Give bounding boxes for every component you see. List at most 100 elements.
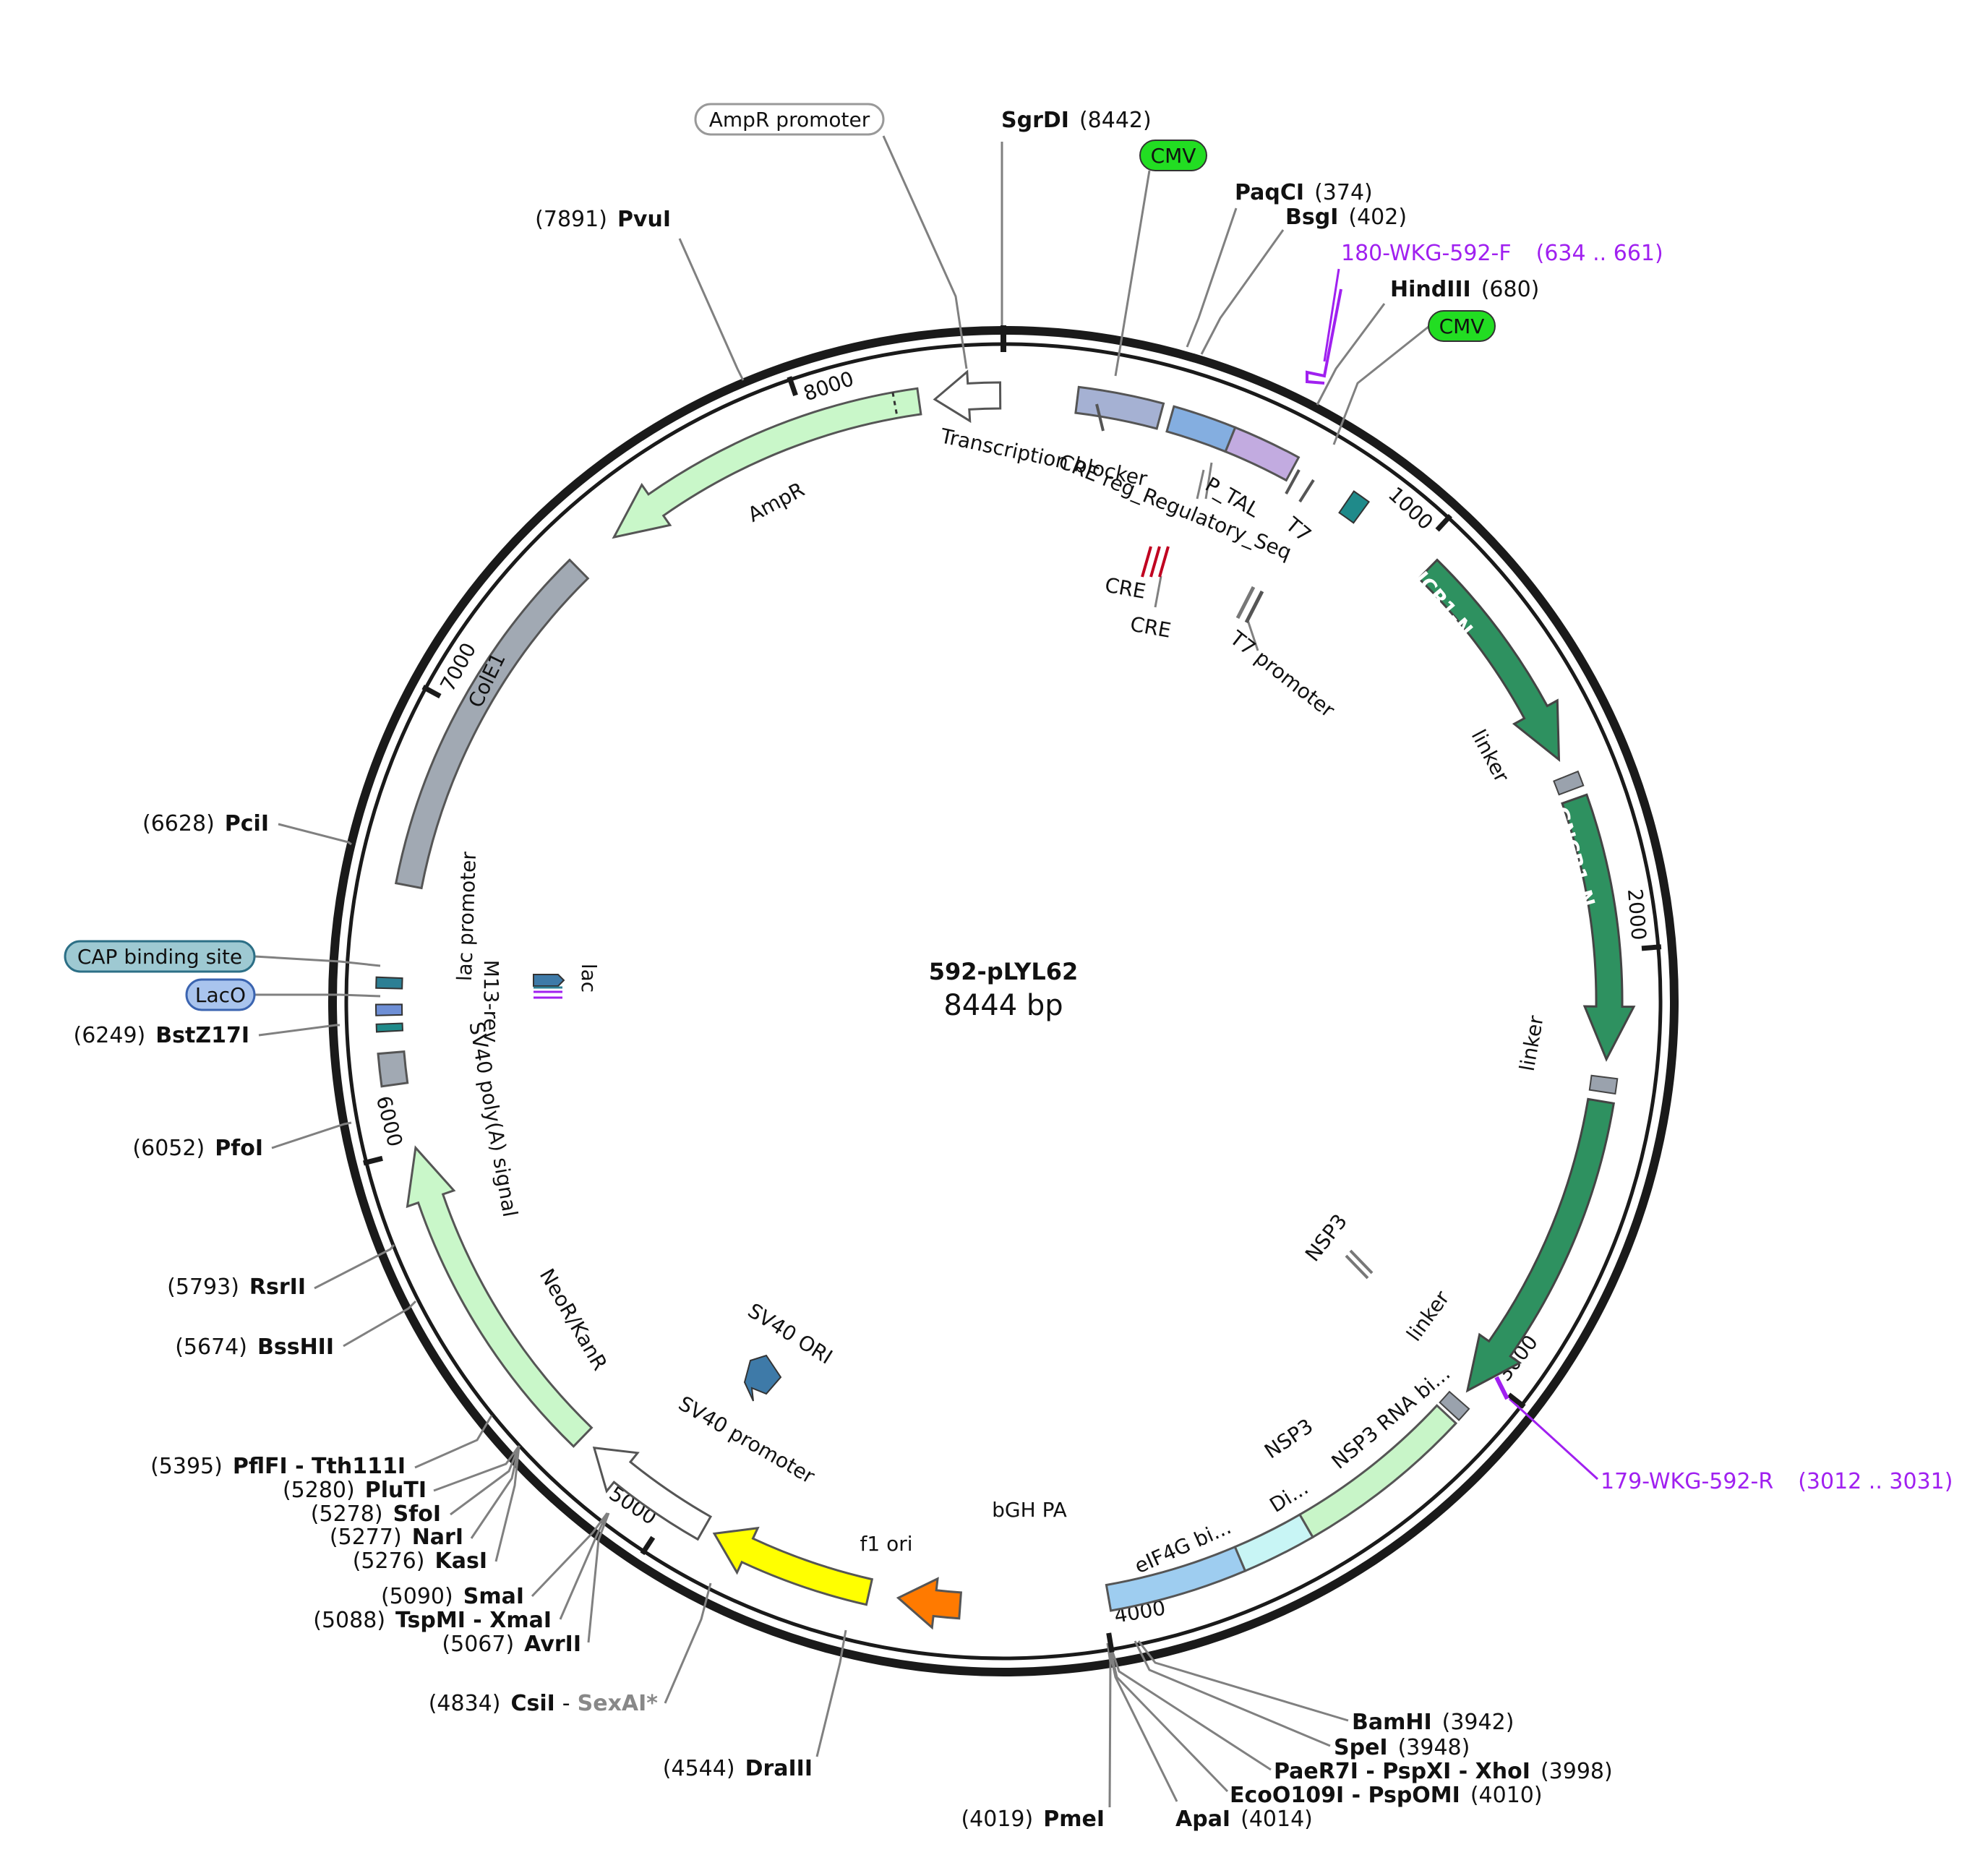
site-sfoi[interactable]: (5278)SfoI: [311, 1501, 441, 1527]
leader-line-pluti: [433, 1445, 520, 1492]
scale-tick-1000: [1435, 513, 1452, 532]
site-csii-sexai[interactable]: (4834)CsiI-SexAI*: [429, 1691, 659, 1716]
leader-line-spei: [1134, 1640, 1331, 1747]
linker-block-2[interactable]: [1588, 1074, 1619, 1095]
nsp3-label-inner: NSP3: [1301, 1209, 1352, 1266]
sv40-promoter-arrow[interactable]: [592, 1447, 713, 1541]
gncr1-n-arrow-2[interactable]: [1561, 793, 1636, 1062]
leader-line-kasi: [494, 1445, 520, 1562]
site-apai[interactable]: ApaI(4014): [1175, 1807, 1313, 1832]
t7-block[interactable]: [1338, 490, 1370, 524]
cmv-pill-2-label: CMV: [1439, 314, 1485, 338]
leader-line-pvui: [678, 238, 745, 381]
site-bstz17i[interactable]: (6249)BstZ17I: [74, 1023, 250, 1048]
inner-leader-cre: [1154, 575, 1162, 608]
site-kasi[interactable]: (5276)KasI: [353, 1548, 487, 1574]
site-paqci[interactable]: PaqCI(374): [1235, 180, 1373, 205]
leader-line-ecoo109i: [1107, 1642, 1229, 1793]
ampr-arrow[interactable]: [612, 387, 922, 539]
m13-rev-block[interactable]: [375, 1022, 404, 1033]
bgh-pa-arrow[interactable]: [896, 1577, 963, 1630]
primer-reverse-label[interactable]: 179-WKG-592-R(3012 .. 3031): [1601, 1469, 1953, 1494]
site-pfoi[interactable]: (6052)PfoI: [132, 1136, 263, 1161]
cmv-pill-2[interactable]: [1428, 310, 1496, 342]
plasmid-name: 592-pLYL62: [929, 958, 1078, 985]
site-pluti[interactable]: (5280)PluTI: [283, 1478, 427, 1503]
scale-tick-8000: [787, 376, 798, 397]
leader-line-cap: [254, 955, 381, 967]
p-tal-block[interactable]: [1165, 405, 1237, 453]
leader-line-tspmi: [559, 1512, 609, 1620]
site-bsgi[interactable]: BsgI(402): [1285, 205, 1407, 230]
site-bamhi[interactable]: BamHI(3942): [1352, 1710, 1514, 1735]
scale-tick-2000: [1641, 944, 1662, 951]
f1-ori-arrow[interactable]: [712, 1526, 874, 1606]
inner-leader-t7prom: [1246, 620, 1259, 651]
ampr-dotted-divider: [891, 392, 899, 419]
leader-line-bsgi: [1200, 229, 1285, 355]
ampr-promoter-pill-label: AmpR promoter: [709, 108, 870, 132]
sv40-polya-label: SV40 poly(A) signal: [464, 1020, 522, 1219]
sv40-polya-block[interactable]: [377, 1050, 409, 1088]
cre-marks: [1141, 546, 1170, 578]
leader-line-bstz17i: [258, 1024, 340, 1037]
transcription-blocker-block[interactable]: [1074, 385, 1165, 430]
t7-promoter-marks: [1235, 586, 1264, 624]
site-pmei[interactable]: (4019)PmeI: [961, 1807, 1105, 1832]
site-spei[interactable]: SpeI(3948): [1334, 1735, 1470, 1760]
lac-promoter-block[interactable]: [375, 976, 403, 990]
primer-forward-mark: [1306, 288, 1342, 385]
cole1-origin[interactable]: [394, 558, 590, 890]
leader-line-laco: [254, 993, 381, 998]
lac-label: lac: [577, 964, 601, 993]
restriction-sites: SgrDI(8442) PaqCI(374) BsgI(402) HindIII…: [74, 108, 1613, 1832]
linker-block-1[interactable]: [1553, 770, 1585, 796]
site-nari[interactable]: (5277)NarI: [330, 1525, 463, 1550]
lac-operator-block[interactable]: [374, 1003, 403, 1016]
site-paer7i-pspxi-xhoi[interactable]: PaeR7I - PspXI - XhoI(3998): [1274, 1759, 1613, 1784]
cmv-pill-1[interactable]: [1139, 140, 1207, 171]
t7-side-bar-2: [1298, 479, 1315, 503]
primer-forward-label[interactable]: 180-WKG-592-F(634 .. 661): [1341, 241, 1663, 266]
site-tspmi-xmai[interactable]: (5088)TspMI - XmaI: [313, 1608, 552, 1633]
leader-line-paer7i: [1108, 1642, 1272, 1771]
site-draiii[interactable]: (4544)DraIII: [663, 1756, 813, 1781]
dimerization-domain[interactable]: [1233, 1513, 1315, 1572]
linker-block-3[interactable]: [1439, 1390, 1470, 1421]
cre-regulatory-seq-block[interactable]: [1224, 426, 1301, 482]
gncr1-n-arrow-3[interactable]: [1465, 1097, 1616, 1393]
leader-line-sfoi: [450, 1445, 520, 1516]
site-pvui[interactable]: (7891)PvuI: [535, 207, 671, 232]
site-bsshii[interactable]: (5674)BssHII: [175, 1335, 334, 1360]
lac-inner-arrow: [533, 974, 565, 987]
sv40-ori-arrow[interactable]: [743, 1354, 782, 1402]
site-ecoo109i-pspomi[interactable]: EcoO109I - PspOMI(4010): [1230, 1783, 1543, 1808]
f1-ori-label: f1 ori: [860, 1532, 913, 1556]
site-sgrdi[interactable]: SgrDI(8442): [1001, 108, 1152, 133]
site-smai[interactable]: (5090)SmaI: [381, 1584, 524, 1609]
laco-pill-label: LacO: [195, 983, 246, 1007]
bgh-pa-label: bGH PA: [992, 1498, 1067, 1522]
leader-line-pmei: [1106, 1642, 1112, 1808]
ampr-promoter-pill[interactable]: [694, 103, 885, 136]
scale-label-6000: 6000: [372, 1093, 407, 1149]
site-avrii[interactable]: (5067)AvrII: [442, 1632, 581, 1657]
cre-label-1: CRE: [1103, 573, 1148, 603]
leader-line-bsshii: [343, 1300, 417, 1348]
site-pcii[interactable]: (6628)PciI: [142, 811, 269, 836]
cap-binding-site-pill[interactable]: [64, 940, 256, 973]
site-hindiii[interactable]: HindIII(680): [1390, 277, 1539, 302]
site-rsrii[interactable]: (5793)RsrII: [167, 1274, 306, 1300]
site-pflfi-tth111i[interactable]: (5395)PflFI - Tth111I: [150, 1454, 406, 1479]
nsp3-rna-binding-domain[interactable]: [1298, 1404, 1458, 1539]
neor-kanr-arrow[interactable]: [406, 1145, 594, 1448]
inner-leader-crereg-lead: [1204, 462, 1213, 500]
nsp3-label-top: NSP3: [1260, 1414, 1317, 1463]
leader-line-pfoi: [271, 1121, 352, 1149]
leader-line-pcii: [278, 823, 352, 846]
laco-pill[interactable]: [185, 978, 256, 1011]
scale-tick-4000: [1106, 1632, 1115, 1653]
gncr1-n-arrow-1[interactable]: [1417, 558, 1561, 762]
ampr-promoter-arrow[interactable]: [933, 369, 1002, 424]
